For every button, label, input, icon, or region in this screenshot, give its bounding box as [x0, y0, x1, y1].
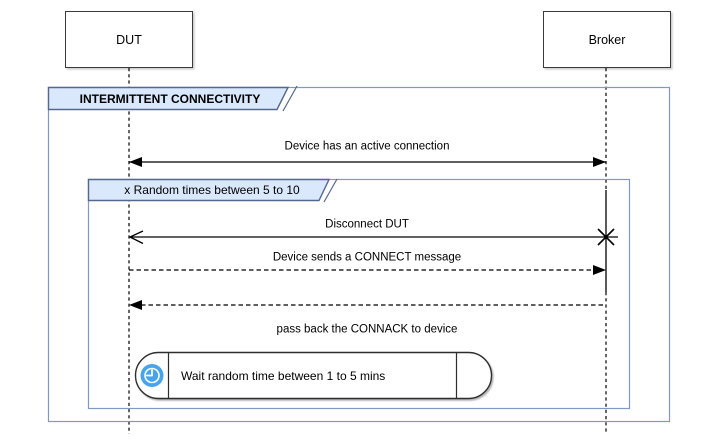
- x-stroke-2: [597, 228, 615, 246]
- message-label-connect: Device sends a CONNECT message: [272, 251, 462, 264]
- arrowhead-right-icon: [593, 157, 606, 167]
- clock-icon: [140, 364, 164, 387]
- wait-note: [134, 351, 493, 400]
- loop-frame-border: [87, 178, 631, 410]
- message-label-connack: pass back the CONNACK to device: [276, 323, 458, 336]
- outer-frame-border: [47, 86, 671, 423]
- outer-frame-label-tab: [47, 86, 290, 111]
- actor-dut-label: DUT: [116, 32, 142, 47]
- outer-frame-title: INTERMITTENT CONNECTIVITY: [79, 92, 261, 106]
- outer-frame-tab-slash: [282, 85, 298, 112]
- actor-broker-label: Broker: [588, 32, 626, 47]
- open-arrowhead-left-icon: [128, 230, 144, 245]
- actor-box-broker: Broker: [543, 11, 671, 68]
- loop-frame-title: x Random times between 5 to 10: [124, 183, 300, 197]
- wait-note-box: [134, 351, 493, 400]
- actor-box-dut: DUT: [65, 11, 193, 68]
- arrowhead-right-icon: [593, 265, 606, 275]
- lost-connection-x-icon: [597, 228, 615, 246]
- wait-note-label: Wait random time between 1 to 5 mins: [181, 369, 386, 383]
- message-label-disconnect-dut: Disconnect DUT: [325, 218, 409, 231]
- arrowhead-left-icon: [129, 157, 142, 167]
- loop-frame-label-tab: [87, 178, 331, 202]
- arrowhead-left-icon: [129, 300, 142, 310]
- loop-frame-tab-slash: [323, 178, 338, 203]
- clock-face: [144, 367, 160, 384]
- message-label-active-connection: Device has an active connection: [284, 140, 450, 153]
